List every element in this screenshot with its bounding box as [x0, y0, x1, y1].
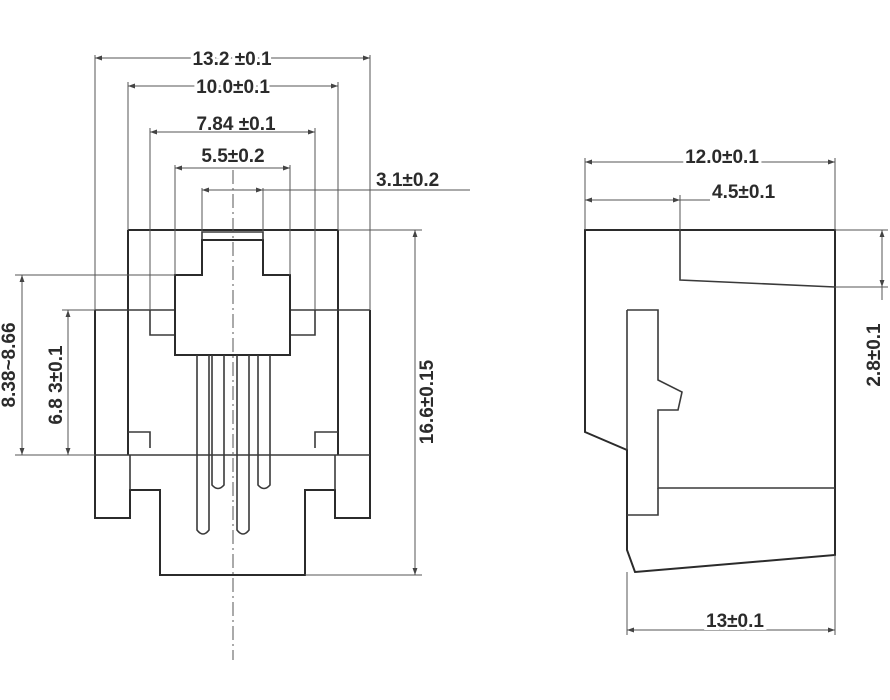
dim-body-width: 7.84 ±0.1 [196, 114, 276, 135]
front-view: 13.2 ±0.1 10.0±0.1 7.84 ±0.1 5.5±0.2 3.1… [0, 46, 470, 660]
side-view: 12.0±0.1 4.5±0.1 2.8±0.1 13±0.1 [584, 144, 888, 635]
dim-mount-range: 8.38~8.66 [0, 322, 20, 407]
dim-inner-width: 10.0±0.1 [196, 77, 270, 98]
side-dimension-lines [585, 159, 885, 633]
dim-pin-span: 5.5±0.2 [201, 146, 264, 167]
dim-step-height: 2.8±0.1 [864, 323, 885, 387]
contact-pins [196, 355, 271, 535]
dim-step: 4.5±0.1 [712, 182, 776, 203]
side-housing-outline [584, 229, 836, 574]
dim-overall-width: 13.2 ±0.1 [192, 49, 272, 70]
dim-base: 13±0.1 [706, 611, 764, 632]
dim-height: 16.6±0.15 [417, 359, 438, 444]
front-dimension-lines [19, 55, 470, 575]
dim-mount-height: 6.8 3±0.1 [46, 345, 67, 425]
dim-pin-pitch: 3.1±0.2 [376, 170, 439, 191]
side-extension-lines [584, 158, 888, 635]
dim-depth: 12.0±0.1 [685, 147, 759, 168]
front-housing-outline [94, 229, 371, 576]
front-extension-lines [15, 55, 422, 576]
